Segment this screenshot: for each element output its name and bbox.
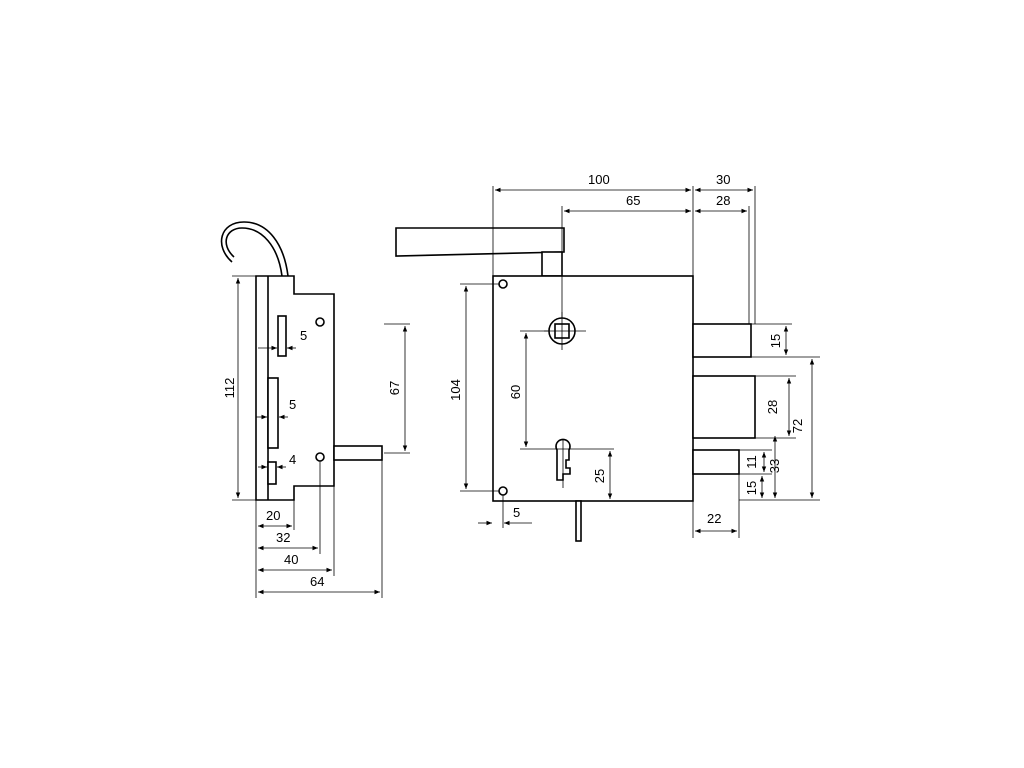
deadbolt-bottom (692, 449, 740, 475)
tailpiece (575, 500, 582, 542)
dim-64: 64 (310, 574, 324, 589)
latch-bolt (692, 375, 756, 439)
dim-25: 25 (592, 469, 607, 483)
dim-28-side: 28 (765, 400, 780, 414)
side-slot-top (277, 315, 287, 357)
dim-65: 65 (626, 193, 640, 208)
dim-15-bottom: 15 (744, 481, 759, 495)
side-hole-top (315, 317, 325, 327)
dim-33: 33 (767, 459, 782, 473)
side-slot-middle (267, 377, 279, 449)
dim-40: 40 (284, 552, 298, 567)
dim-20: 20 (266, 508, 280, 523)
dim-5-middle: 5 (289, 397, 296, 412)
dim-104: 104 (448, 379, 463, 401)
dim-100: 100 (588, 172, 610, 187)
lever-handle (395, 227, 565, 257)
front-view: 100 30 65 28 104 60 25 5 22 (395, 172, 820, 542)
dim-67: 67 (387, 381, 402, 395)
dim-60: 60 (508, 385, 523, 399)
handle-neck (541, 251, 563, 277)
lock-case (492, 275, 694, 502)
dim-28-top: 28 (716, 193, 730, 208)
dim-22: 22 (707, 511, 721, 526)
dim-4: 4 (289, 452, 296, 467)
cable-hook (220, 221, 289, 277)
side-slot-bottom (267, 461, 277, 485)
dim-32: 32 (276, 530, 290, 545)
side-dimensions: 112 5 5 4 20 32 40 64 (222, 275, 410, 598)
dim-5-top: 5 (300, 328, 307, 343)
side-view: 112 5 5 4 20 32 40 64 (220, 221, 410, 598)
dim-11: 11 (744, 455, 759, 469)
deadbolt-top (692, 323, 752, 358)
dim-15-top: 15 (768, 334, 783, 348)
keyhole (555, 438, 571, 481)
side-latch-bolt (333, 445, 383, 461)
dim-112: 112 (222, 378, 237, 399)
dim-30: 30 (716, 172, 730, 187)
dim-5-screw: 5 (513, 505, 520, 520)
dim-72: 72 (790, 419, 805, 433)
front-dimensions: 100 30 65 28 104 60 25 5 22 (448, 172, 820, 538)
